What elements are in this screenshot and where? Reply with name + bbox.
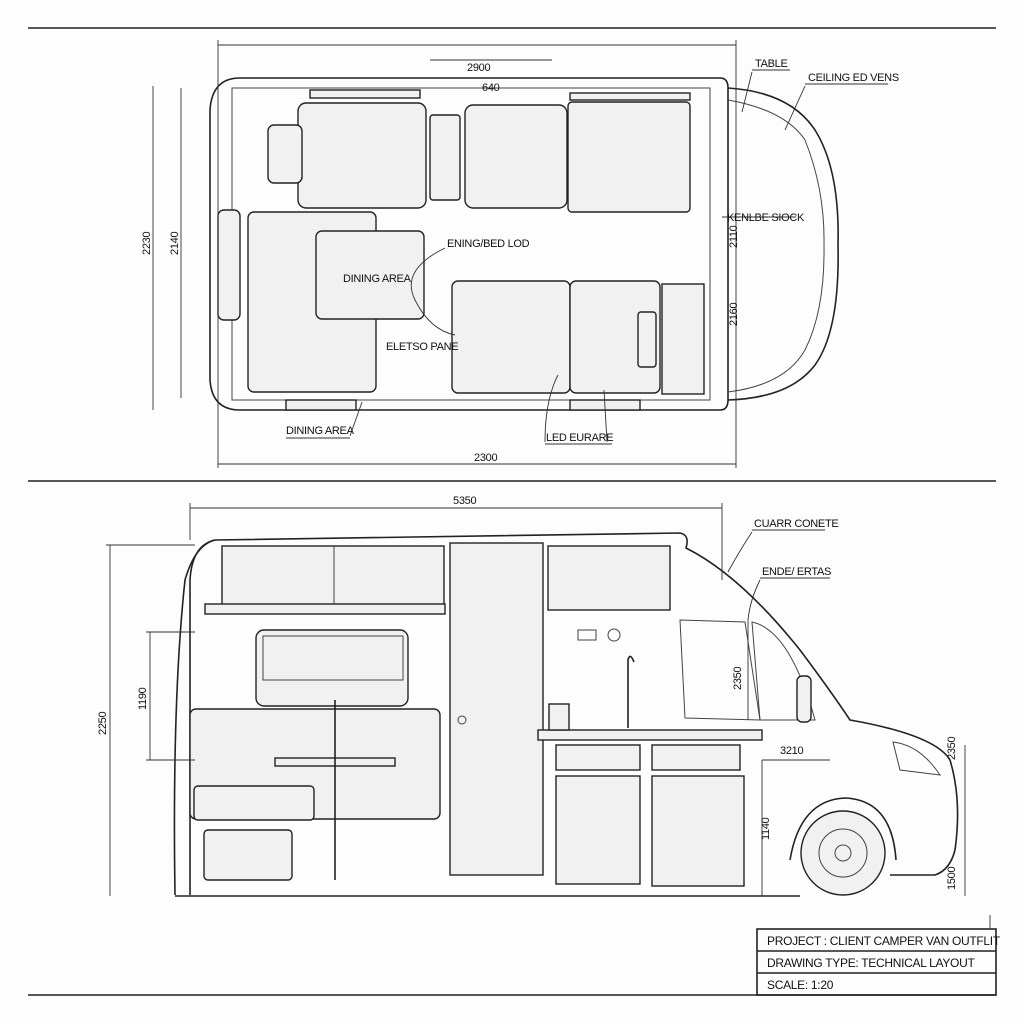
wheel-arch xyxy=(789,797,897,861)
step-left xyxy=(285,399,357,411)
worktop xyxy=(537,729,763,741)
wheel-center xyxy=(834,844,852,862)
tap-icon xyxy=(627,655,635,728)
dim-front-height: 2350 xyxy=(946,737,958,760)
dim-window-height: 1190 xyxy=(137,687,149,710)
leader-dining-bed xyxy=(410,247,456,336)
dim-left-outer: 2230 xyxy=(141,232,153,255)
front-wheel xyxy=(800,810,886,896)
leader-roof-arrow xyxy=(727,531,753,573)
cabinet-door xyxy=(555,775,641,885)
cabinet-shelf xyxy=(204,603,446,615)
label-electro-panel: ELETSO PANE xyxy=(386,341,458,353)
label-ceiling-vents: CEILING ED VENS xyxy=(808,72,899,84)
label-roof: CUARR CONETE xyxy=(754,518,838,530)
leader-led-arrows xyxy=(544,374,608,443)
windscreen xyxy=(727,99,825,393)
label-dining-bed: ENING/BED LOD xyxy=(447,238,530,250)
rear-window xyxy=(217,209,241,321)
kitchen-stock-unit xyxy=(661,283,705,395)
bed-cushion-1 xyxy=(451,280,571,394)
seat-right xyxy=(464,104,568,209)
seat-armrest xyxy=(267,124,303,184)
dim-right-upper: 2110 xyxy=(728,225,740,248)
label-table: TABLE xyxy=(755,58,788,70)
window-blind xyxy=(262,635,404,681)
drawer-2 xyxy=(651,744,741,771)
wing-mirror xyxy=(796,675,812,723)
drawer-1 xyxy=(555,744,641,771)
center-console xyxy=(429,114,461,201)
upper-cabinet-right xyxy=(547,545,671,611)
dim-overall-top: 2900 xyxy=(467,62,490,74)
van-cab-nose xyxy=(727,87,839,401)
seat-left xyxy=(297,102,427,209)
title-block: PROJECT : CLIENT CAMPER VAN OUTFLIT DRAW… xyxy=(756,915,1001,996)
door-handle[interactable] xyxy=(457,715,467,725)
side-view: 5350 2250 1190 2350 3210 2350 1140 1500 … xyxy=(97,495,966,897)
leader-window-arrow xyxy=(747,579,761,621)
label-dining-area-table: DINING AREA xyxy=(343,273,412,285)
gauge-icon xyxy=(607,628,621,642)
fridge xyxy=(651,775,745,887)
storage-drawer xyxy=(203,829,293,881)
dim-ground: 1500 xyxy=(946,867,958,890)
label-dining-area-bottom: DINING AREA xyxy=(286,425,355,437)
utensil-holder xyxy=(548,703,570,731)
sliding-door[interactable] xyxy=(449,542,544,876)
dim-bonnet: 3210 xyxy=(780,745,803,757)
dim-left-inner: 2140 xyxy=(169,232,181,255)
van-side-outline xyxy=(189,532,959,895)
dim-seat-width: 640 xyxy=(482,82,500,94)
ceiling-vent-2 xyxy=(569,92,691,101)
rear-profile xyxy=(173,539,216,896)
dim-overall-bottom: 2300 xyxy=(474,452,497,464)
wheel-hub xyxy=(818,828,868,878)
handle xyxy=(637,311,657,368)
title-project: PROJECT : CLIENT CAMPER VAN OUTFLIT xyxy=(767,934,1001,948)
dining-table xyxy=(315,230,425,320)
plan-view: 2900 640 2300 2230 2140 2110 2160 TABLE … xyxy=(141,40,899,468)
dim-overall-height: 2250 xyxy=(97,712,109,735)
dinette-seat-cushion xyxy=(193,785,315,821)
title-scale: SCALE: 1:20 xyxy=(767,978,834,992)
dim-overall-length: 5350 xyxy=(453,495,476,507)
title-block-frame xyxy=(756,928,997,996)
leader-table-arrow xyxy=(741,71,753,113)
van-body-outline xyxy=(209,77,729,411)
headlight xyxy=(892,741,942,776)
control-panel xyxy=(577,629,597,641)
cab-cushion xyxy=(567,101,691,213)
leader-vents-arrow xyxy=(784,85,806,131)
side-window xyxy=(255,629,409,707)
label-window: ENDE/ ERTAS xyxy=(762,566,831,578)
title-drawing-type: DRAWING TYPE: TECHNICAL LAYOUT xyxy=(767,956,975,970)
leader-dining-arrow xyxy=(349,401,363,437)
dim-cab-window: 2350 xyxy=(732,667,744,690)
cab-window xyxy=(751,621,816,721)
ceiling-vent-1 xyxy=(309,89,421,99)
label-led-feature: LED EURARE xyxy=(546,432,613,444)
dim-right-lower: 2160 xyxy=(728,303,740,326)
label-kitchen-stock: KENLBE SIOCK xyxy=(727,212,805,224)
dim-wheel-arch: 1140 xyxy=(760,817,772,840)
upper-cabinet-left xyxy=(221,545,445,609)
